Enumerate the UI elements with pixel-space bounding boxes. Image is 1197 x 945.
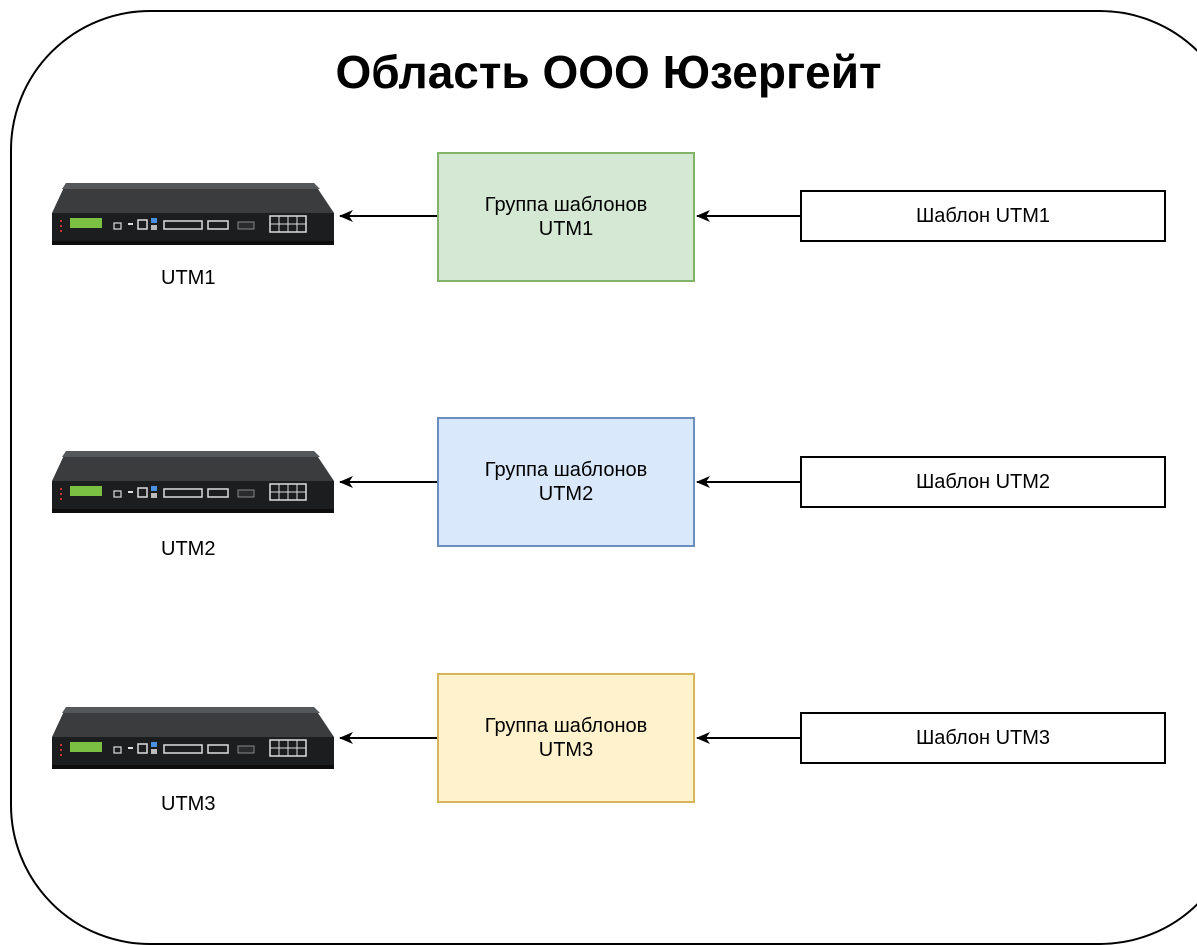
group-device-name: UTM1 — [538, 218, 594, 240]
diagram-title: Область ООО Юзергейт — [335, 46, 882, 98]
group-device-name: UTM2 — [538, 483, 594, 505]
network-appliance-icon — [52, 451, 334, 513]
device-label-utm3: UTM3 — [161, 793, 216, 815]
template-label: Шаблон UTM1 — [915, 204, 1051, 227]
template-group-utm1[interactable]: Группа шаблонов UTM1 — [437, 152, 695, 282]
network-appliance-icon — [52, 183, 334, 245]
connectors-layer — [339, 210, 800, 744]
group-device-name: UTM3 — [538, 739, 594, 761]
template-group-utm2[interactable]: Группа шаблонов UTM2 — [437, 417, 695, 547]
network-appliance-icon — [52, 707, 334, 769]
group-title: Группа шаблонов — [484, 459, 648, 481]
device-label-utm1: UTM1 — [161, 267, 216, 289]
template-utm2[interactable]: Шаблон UTM2 — [800, 456, 1166, 508]
template-utm3[interactable]: Шаблон UTM3 — [800, 712, 1166, 764]
template-utm1[interactable]: Шаблон UTM1 — [800, 190, 1166, 242]
device-label-utm2: UTM2 — [161, 538, 216, 560]
template-group-utm3[interactable]: Группа шаблонов UTM3 — [437, 673, 695, 803]
group-title: Группа шаблонов — [484, 194, 648, 216]
template-label: Шаблон UTM2 — [915, 470, 1051, 493]
template-label: Шаблон UTM3 — [915, 726, 1051, 749]
group-title: Группа шаблонов — [484, 715, 648, 737]
